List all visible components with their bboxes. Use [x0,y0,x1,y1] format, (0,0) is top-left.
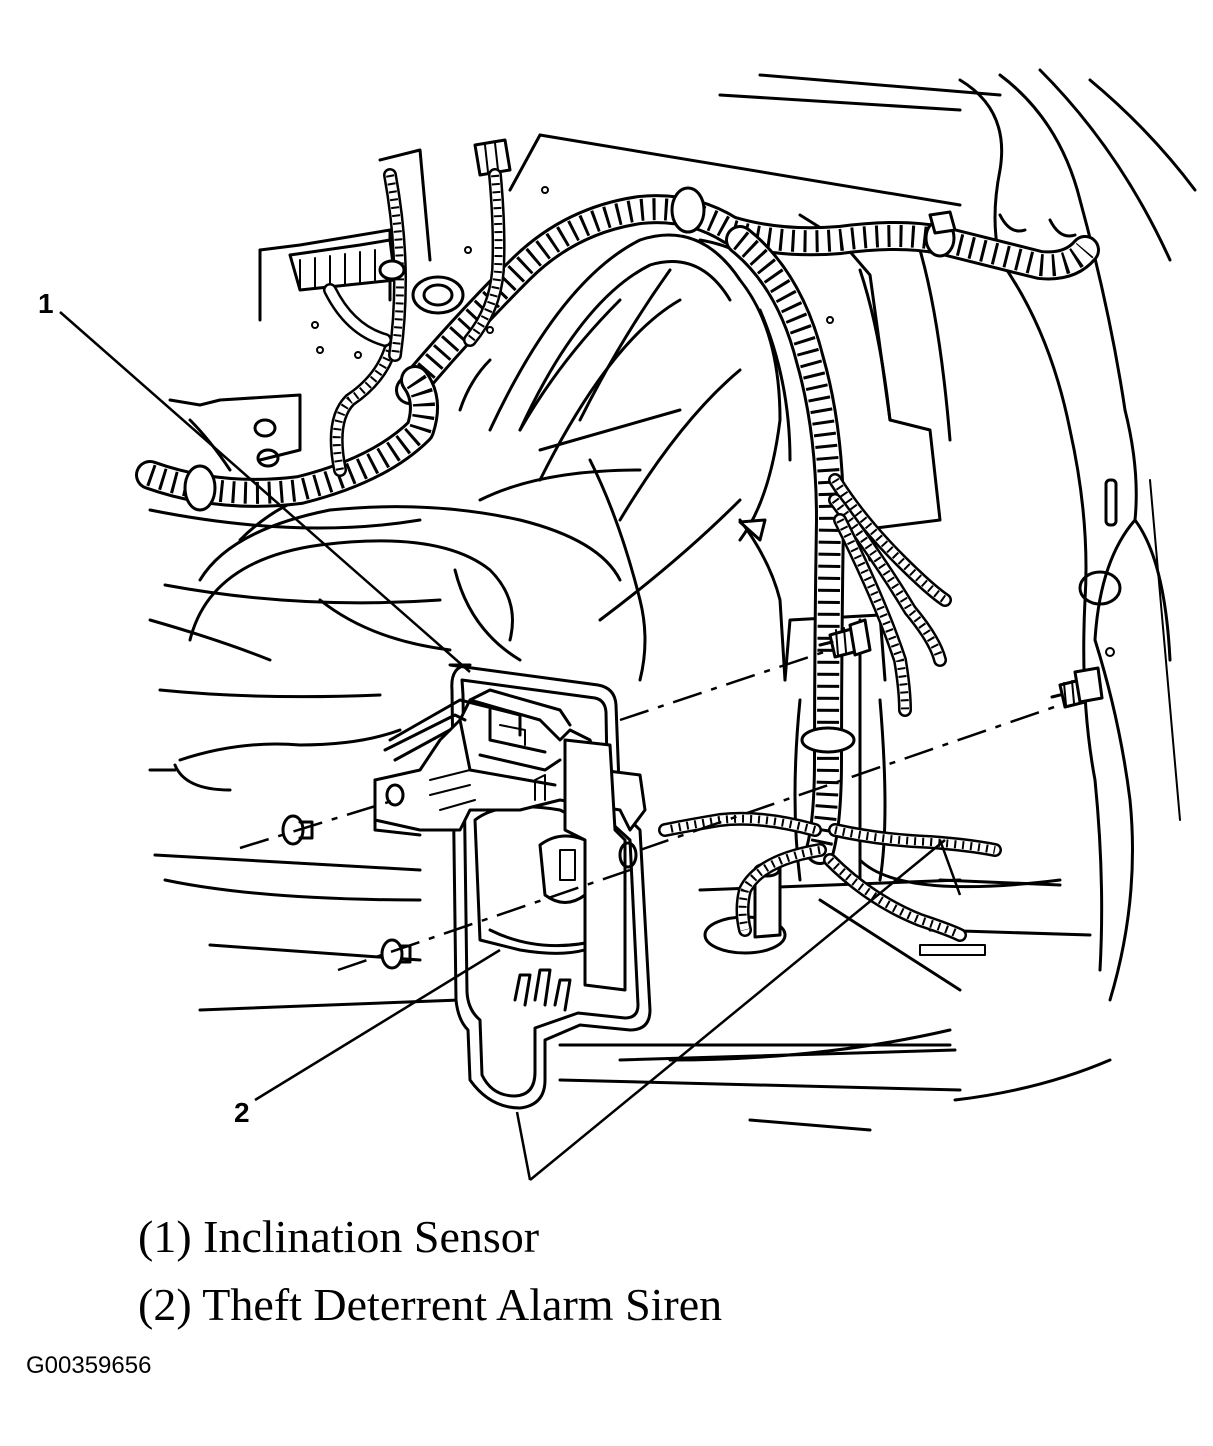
callout-1: 1 [38,288,54,319]
legend-item-inclination-sensor: (1) Inclination Sensor [138,1211,540,1262]
legend-item-alarm-siren: (2) Theft Deterrent Alarm Siren [138,1279,723,1330]
leader-bracket-left [515,1111,532,1181]
callout-2: 2 [234,1097,250,1128]
bolt-lower [1050,666,1104,709]
leader-2 [254,948,501,1102]
wiring-harness [135,168,1100,942]
nut-upper [281,814,314,846]
alignment-lines [239,648,1061,972]
leader-1 [59,311,471,673]
leader-bracket-right [529,839,946,1181]
nut-lower [380,938,412,970]
leader-lines [59,311,962,1181]
bolt-upper [818,618,872,659]
sensor-bracket-assembly [281,618,1104,1110]
body-panels [148,68,1197,1132]
figure-id: G00359656 [26,1352,152,1379]
